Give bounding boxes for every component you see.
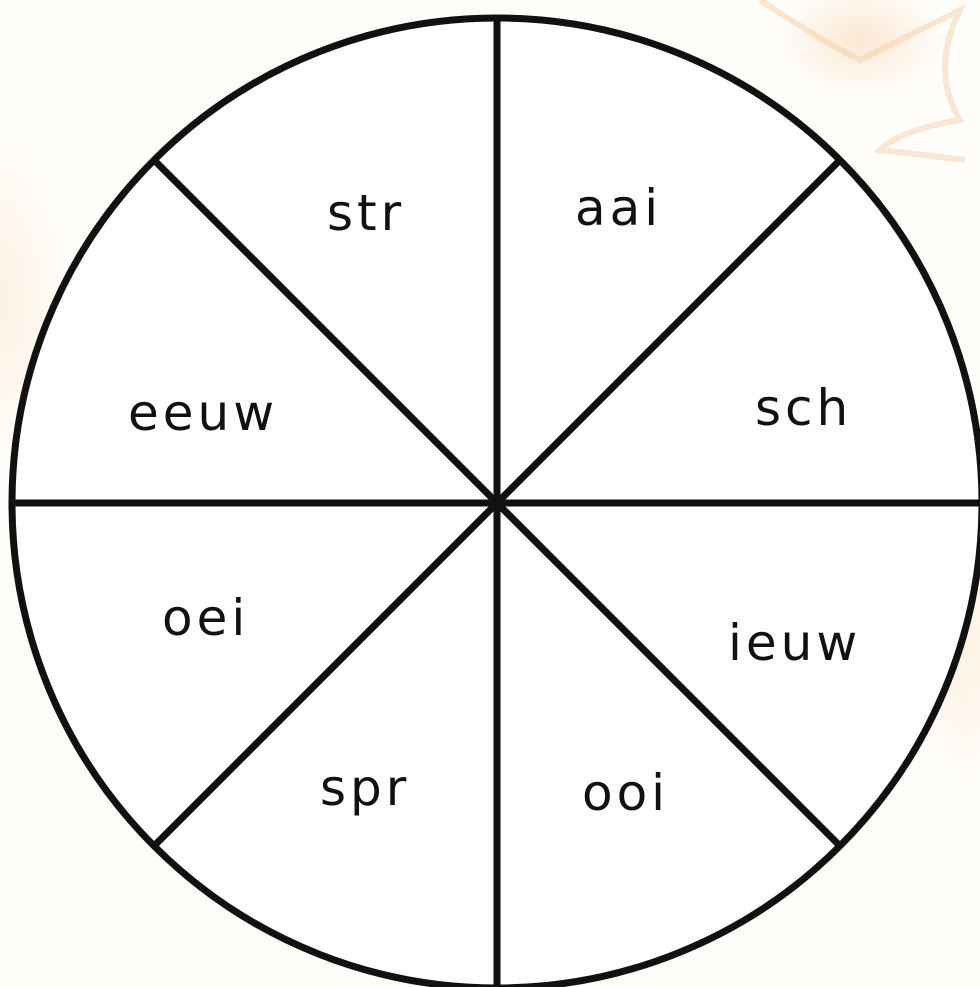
segment-label-str: str (327, 184, 405, 242)
segment-label-eeuw: eeuw (128, 384, 278, 442)
segment-label-aai: aai (575, 179, 662, 237)
segment-label-sch: sch (755, 379, 852, 437)
segment-label-ooi: ooi (582, 764, 669, 822)
segment-label-spr: spr (320, 759, 410, 817)
segment-label-oei: oei (162, 589, 249, 647)
segment-label-ieuw: ieuw (728, 614, 861, 672)
